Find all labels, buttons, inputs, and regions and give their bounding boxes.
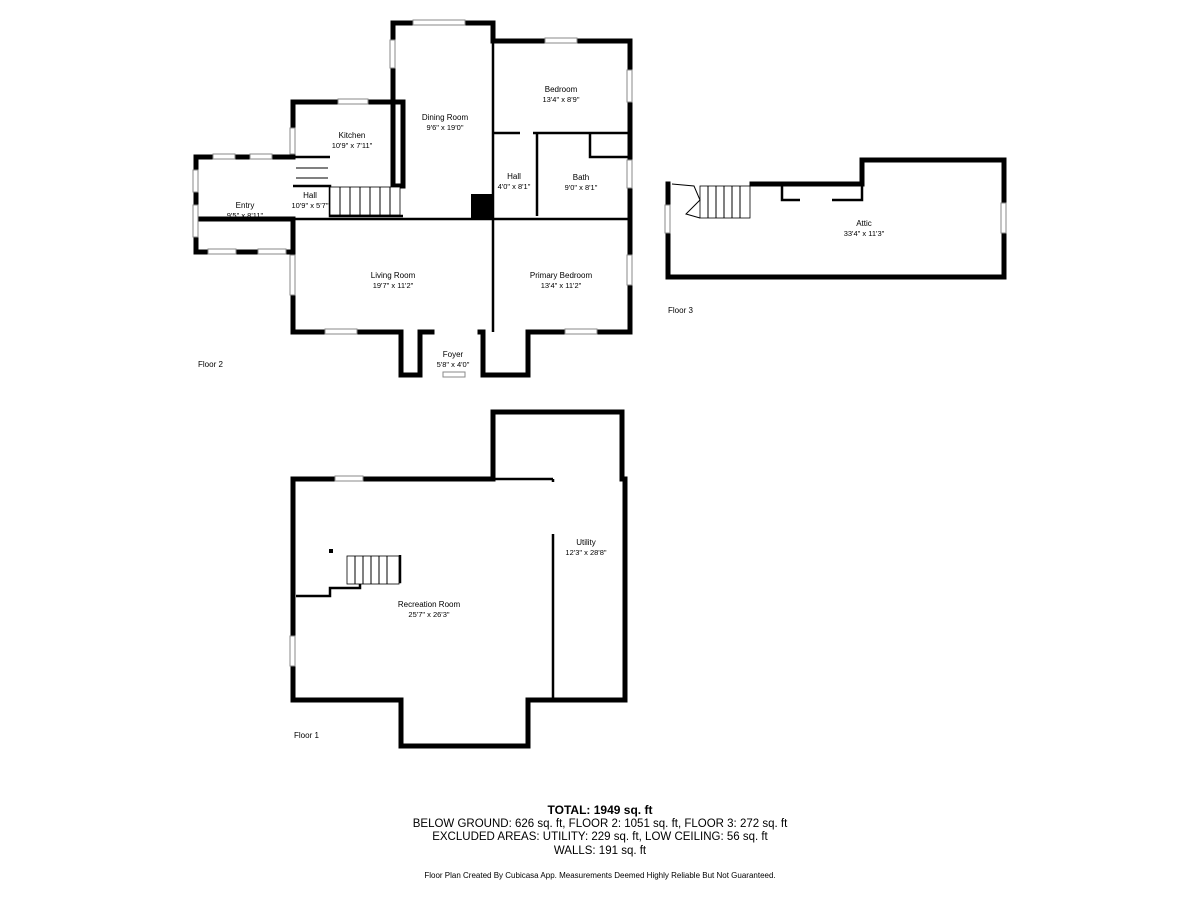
room-name-bedroom: Bedroom: [545, 85, 578, 94]
attic-window-west: [664, 204, 671, 234]
floor-1-column: [329, 549, 333, 553]
summary-line-1: BELOW GROUND: 626 sq. ft, FLOOR 2: 1051 …: [412, 817, 788, 830]
credit-note: Floor Plan Created By Cubicasa App. Meas…: [424, 871, 776, 880]
floor-1-interior-walls: [493, 477, 555, 700]
room-dims-hall-west: 10'9" x 5'7": [292, 201, 329, 210]
room-name-recreation-room: Recreation Room: [398, 600, 461, 609]
room-dims-dining-room: 9'6" x 19'0": [427, 123, 464, 132]
floor-2-plan: Entry 9'5" x 8'11" Hall 10'9" x 5'7" Kit…: [192, 19, 633, 378]
floor-1-outer-walls: [290, 409, 628, 749]
summary-total: TOTAL: 1949 sq. ft: [547, 803, 653, 817]
room-dims-primary-bedroom: 13'4" x 11'2": [541, 281, 582, 290]
room-dims-utility: 12'3" x 28'8": [565, 548, 606, 557]
rec-room-window-north: [334, 475, 364, 482]
floor-2-label: Floor 2: [198, 360, 223, 369]
summary-line-3: WALLS: 191 sq. ft: [553, 844, 647, 857]
room-name-bath: Bath: [573, 173, 589, 182]
stair-landing-walls: [296, 555, 402, 598]
room-name-utility: Utility: [576, 538, 596, 547]
foyer-walls: [418, 352, 485, 374]
floor-3-label: Floor 3: [668, 306, 693, 315]
room-name-entry: Entry: [236, 201, 255, 210]
room-dims-bedroom: 13'4" x 8'9": [543, 95, 580, 104]
room-dims-entry: 9'5" x 8'11": [227, 211, 264, 220]
room-dims-foyer: 5'8" x 4'0": [437, 360, 470, 369]
room-dims-living-room: 19'7" x 11'2": [373, 281, 414, 290]
room-dims-kitchen: 10'9" x 7'11": [332, 141, 373, 150]
room-dims-hall-center: 4'0" x 8'1": [498, 182, 531, 191]
utility-doorway: [551, 482, 555, 534]
room-name-kitchen: Kitchen: [339, 131, 366, 140]
room-name-hall-center: Hall: [507, 172, 521, 181]
room-dims-attic: 33'4" x 11'3": [844, 229, 885, 238]
room-name-attic: Attic: [856, 219, 872, 228]
room-name-foyer: Foyer: [443, 350, 464, 359]
summary-line-2: EXCLUDED AREAS: UTILITY: 229 sq. ft, LOW…: [432, 831, 768, 843]
floor-2-windows: [192, 19, 633, 378]
floor-3-outer-walls: [665, 157, 1007, 280]
room-name-hall-west: Hall: [303, 191, 317, 200]
floor-1-label: Floor 1: [294, 731, 319, 740]
floor-3-stairs: [671, 183, 751, 219]
floor-2-stairs: [296, 167, 401, 216]
room-name-dining-room: Dining Room: [422, 113, 469, 122]
floor-1-plan: Utility 12'3" x 28'8" Recreation Room 25…: [289, 409, 628, 749]
floor-3-plan: Attic 33'4" x 11'3" Floor 3: [664, 157, 1007, 315]
room-name-primary-bedroom: Primary Bedroom: [530, 271, 593, 280]
attic-window-east: [1000, 202, 1007, 234]
floor-3-interior-walls: [780, 184, 864, 202]
room-dims-recreation-room: 25'7" x 26'3": [408, 610, 449, 619]
floor-1-stairs: [346, 555, 400, 585]
chimney: [471, 194, 494, 218]
rec-room-window-west: [289, 635, 296, 667]
room-name-living-room: Living Room: [371, 271, 416, 280]
room-dims-bath: 9'0" x 8'1": [565, 183, 598, 192]
area-summary: TOTAL: 1949 sq. ft BELOW GROUND: 626 sq.…: [0, 803, 1200, 858]
floor-2-outer-walls: [193, 20, 633, 378]
